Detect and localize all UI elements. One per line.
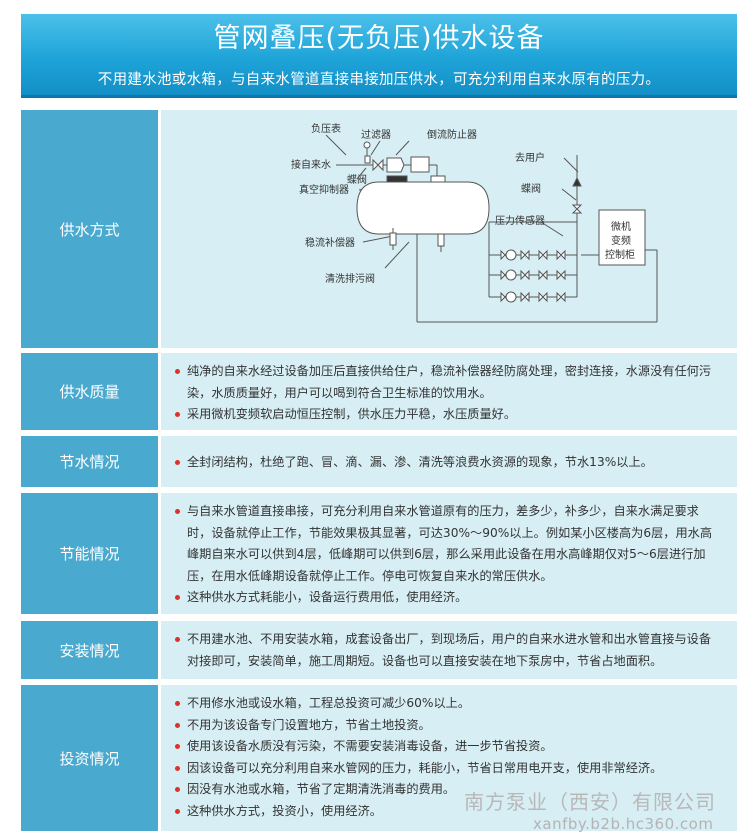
diagram-label-butterfly-valve-right: 蝶阀 <box>521 182 541 195</box>
diagram-label-filter: 过滤器 <box>361 128 391 141</box>
diagram-label-drain-valve: 清洗排污阀 <box>325 272 375 285</box>
section-label: 节能情况 <box>21 493 158 614</box>
list-item: 使用该设备水质没有污染，不需要安装消毒设备，进一步节省投资。 <box>175 736 721 758</box>
diagram-label-backflow-preventer: 倒流防止器 <box>427 128 477 141</box>
list-item: 采用微机变频软启动恒压控制，供水压力平稳，水压质量好。 <box>175 404 721 426</box>
watermark-url: xanfby.b2b.hc360.com <box>533 815 714 833</box>
section-body: 不用修水池或设水箱，工程总投资可减少60%以上。 不用为该设备专门设置地方，节省… <box>161 685 737 831</box>
section-label: 投资情况 <box>21 685 158 831</box>
page-subtitle: 不用建水池或水箱，与自来水管道直接串接加压供水，可充分利用自来水原有的压力。 <box>97 72 661 88</box>
diagram-label-controller-3: 控制柜 <box>605 248 635 261</box>
section-label: 安装情况 <box>21 621 158 679</box>
page-title: 管网叠压(无负压)供水设备 <box>213 23 545 54</box>
page-header: 管网叠压(无负压)供水设备 不用建水池或水箱，与自来水管道直接串接加压供水，可充… <box>21 14 737 98</box>
section-label: 供水方式 <box>21 110 158 348</box>
list-item: 全封闭结构，杜绝了跑、冒、滴、漏、渗、清洗等浪费水资源的现象，节水13%以上。 <box>175 452 721 474</box>
section-water-quality: 供水质量 纯净的自来水经过设备加压后直接供给住户，稳流补偿器经防腐处理，密封连接… <box>21 353 737 430</box>
supply-diagram-panel: 负压表 过滤器 倒流防止器 接自来水 蝶阀 真空抑制器 稳流补偿器 清洗排污阀 … <box>161 110 737 348</box>
diagram-label-controller-1: 微机 <box>611 220 631 233</box>
section-investment: 投资情况 不用修水池或设水箱，工程总投资可减少60%以上。 不用为该设备专门设置… <box>21 685 737 831</box>
diagram-label-butterfly-valve-left: 蝶阀 <box>347 173 367 186</box>
section-label: 供水质量 <box>21 353 158 430</box>
list-item: 与自来水管道直接串接，可充分利用自来水管道原有的压力，差多少，补多少，自来水满足… <box>175 501 721 587</box>
list-item: 不用为该设备专门设置地方，节省土地投资。 <box>175 715 721 737</box>
bullet-list: 纯净的自来水经过设备加压后直接供给住户，稳流补偿器经防腐处理，密封连接，水源没有… <box>175 361 721 426</box>
list-item: 不用修水池或设水箱，工程总投资可减少60%以上。 <box>175 693 721 715</box>
diagram-label-to-user: 去用户 <box>515 151 545 164</box>
bullet-list: 全封闭结构，杜绝了跑、冒、滴、漏、渗、清洗等浪费水资源的现象，节水13%以上。 <box>175 452 721 474</box>
list-item: 纯净的自来水经过设备加压后直接供给住户，稳流补偿器经防腐处理，密封连接，水源没有… <box>175 361 721 404</box>
diagram-label-pressure-sensor: 压力传感器 <box>495 214 545 227</box>
diagram-label-vacuum-suppressor: 真空抑制器 <box>299 183 349 196</box>
list-item: 这种供水方式耗能小，设备运行费用低，使用经济。 <box>175 587 721 609</box>
diagram-label-negative-gauge: 负压表 <box>311 122 341 135</box>
supply-diagram: 负压表 过滤器 倒流防止器 接自来水 蝶阀 真空抑制器 稳流补偿器 清洗排污阀 … <box>291 122 658 323</box>
section-label: 节水情况 <box>21 436 158 487</box>
section-water-saving: 节水情况 全封闭结构，杜绝了跑、冒、滴、漏、渗、清洗等浪费水资源的现象，节水13… <box>21 436 737 487</box>
list-item: 这种供水方式，投资小，使用经济。 <box>175 801 721 823</box>
section-supply-method: 供水方式 <box>21 110 737 348</box>
bullet-list: 不用建水池、不用安装水箱，成套设备出厂，到现场后，用户的自来水进水管和出水管直接… <box>175 629 721 672</box>
diagram-label-tap-water-inlet: 接自来水 <box>291 158 331 171</box>
section-body: 不用建水池、不用安装水箱，成套设备出厂，到现场后，用户的自来水进水管和出水管直接… <box>161 621 737 679</box>
section-body: 与自来水管道直接串接，可充分利用自来水管道原有的压力，差多少，补多少，自来水满足… <box>161 493 737 614</box>
bullet-list: 与自来水管道直接串接，可充分利用自来水管道原有的压力，差多少，补多少，自来水满足… <box>175 501 721 609</box>
diagram-label-controller-2: 变频 <box>611 234 631 247</box>
list-item: 因没有水池或水箱，节省了定期清洗消毒的费用。 <box>175 779 721 801</box>
list-item: 因该设备可以充分利用自来水管网的压力，耗能小，节省日常用电开支，使用非常经济。 <box>175 758 721 780</box>
diagram-label-stabilizer: 稳流补偿器 <box>305 236 355 249</box>
list-item: 不用建水池、不用安装水箱，成套设备出厂，到现场后，用户的自来水进水管和出水管直接… <box>175 629 721 672</box>
section-body: 纯净的自来水经过设备加压后直接供给住户，稳流补偿器经防腐处理，密封连接，水源没有… <box>161 353 737 430</box>
section-body: 全封闭结构，杜绝了跑、冒、滴、漏、渗、清洗等浪费水资源的现象，节水13%以上。 <box>161 436 737 487</box>
section-installation: 安装情况 不用建水池、不用安装水箱，成套设备出厂，到现场后，用户的自来水进水管和… <box>21 621 737 679</box>
watermark-company: 南方泵业（西安）有限公司 <box>464 790 716 814</box>
section-energy-saving: 节能情况 与自来水管道直接串接，可充分利用自来水管道原有的压力，差多少，补多少，… <box>21 493 737 614</box>
bullet-list: 不用修水池或设水箱，工程总投资可减少60%以上。 不用为该设备专门设置地方，节省… <box>175 693 721 822</box>
